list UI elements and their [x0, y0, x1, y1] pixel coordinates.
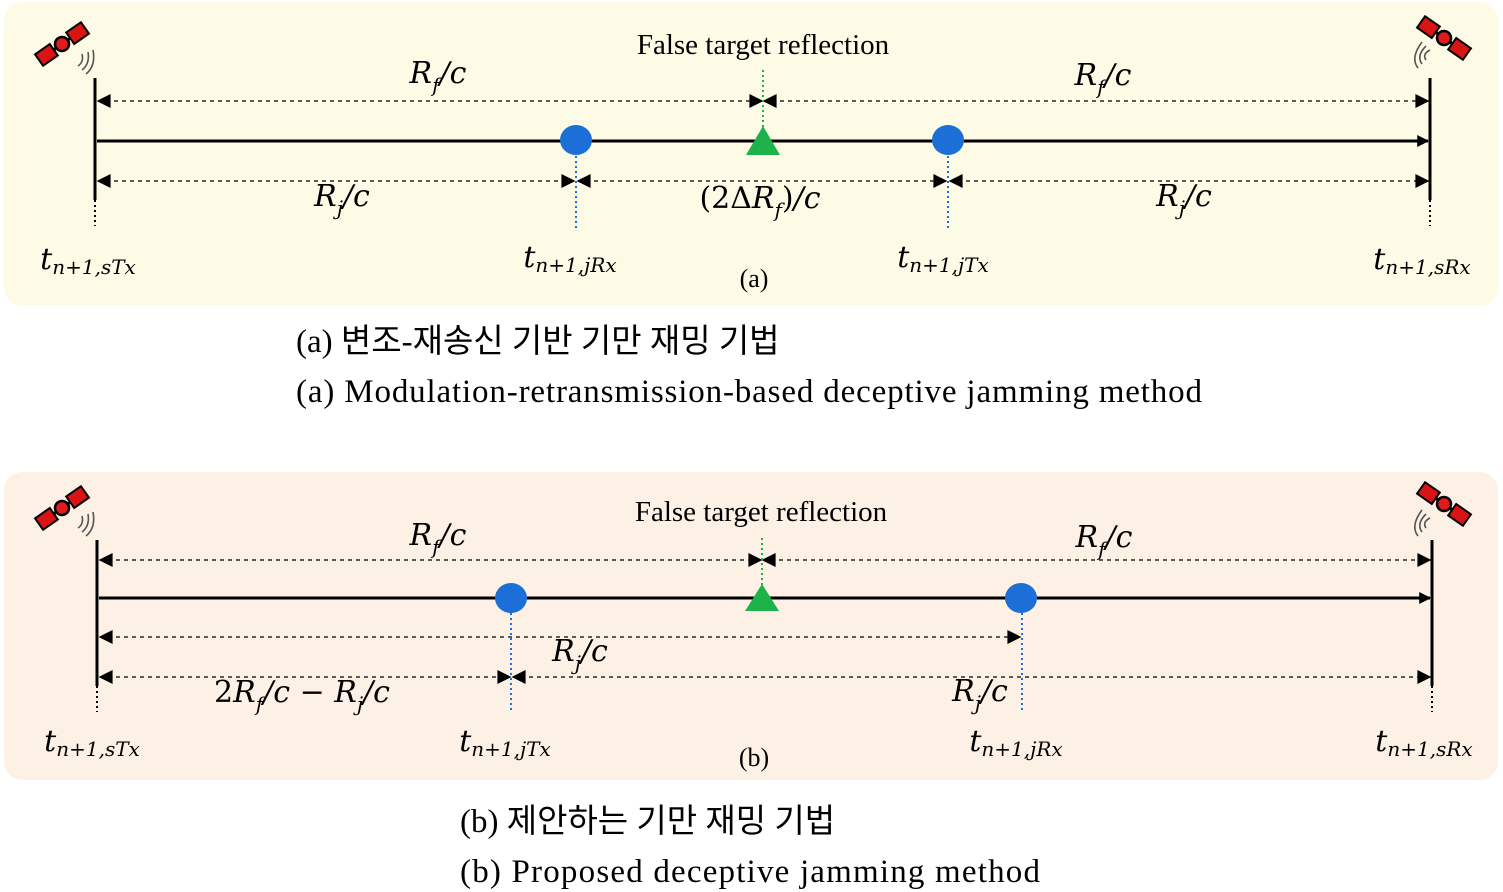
panel-a-header: False target reflection	[637, 29, 890, 61]
signal-waves-right-icon	[1414, 41, 1431, 69]
caption-a-korean: (a) 변조-재송신 기반 기만 재밍 기법	[296, 324, 780, 360]
panel-b-sublabel: (b)	[739, 743, 769, 772]
jammer-rx-point	[1005, 583, 1037, 613]
panel-b-header: False target reflection	[635, 496, 888, 528]
label-rf-left: Rf/c	[409, 518, 467, 559]
panel-b-background	[4, 472, 1498, 780]
false-target-marker	[746, 126, 780, 155]
panel-a-sublabel: (a)	[740, 264, 769, 293]
label-rf-right: Rf/c	[1074, 58, 1132, 99]
signal-waves-left-icon	[77, 511, 95, 537]
panel-a: False target reflection Rf/c Rf/c Rj/c (…	[4, 2, 1498, 306]
panel-b: False target reflection Rf/c Rf/c Rj/c 2…	[4, 472, 1498, 780]
caption-a-english: (a) Modulation-retransmission-based dece…	[296, 374, 1203, 410]
label-delta: (2ΔRf)/c	[699, 181, 820, 222]
jammer-tx-point	[495, 583, 527, 613]
false-target-marker	[745, 584, 779, 611]
label-rf-left: Rf/c	[409, 56, 467, 97]
label-rj-mid: Rj/c	[551, 634, 608, 675]
jammer-tx-point	[932, 125, 964, 155]
signal-waves-left-icon	[77, 49, 95, 75]
signal-waves-right-icon	[1414, 509, 1431, 537]
time-label-jRx: tn+1,jRx	[523, 240, 616, 277]
jammer-rx-point	[560, 125, 592, 155]
caption-b-korean: (b) 제안하는 기만 재밍 기법	[460, 804, 835, 840]
label-2rf-minus-rj: 2Rf/c − Rj/c	[214, 675, 390, 716]
caption-b-english: (b) Proposed deceptive jamming method	[460, 854, 1041, 890]
